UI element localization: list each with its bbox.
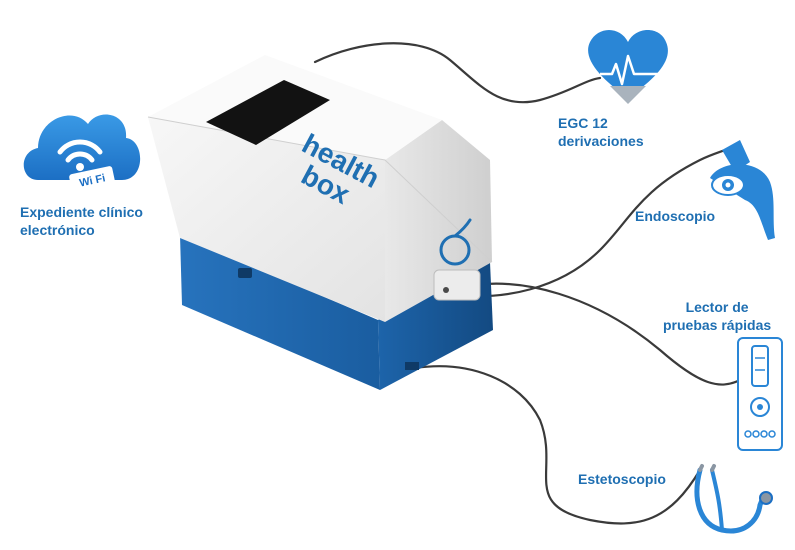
label-line: Estetoscopio [578,471,666,487]
label-line: EGC 12 [558,115,608,131]
label-line: pruebas rápidas [663,317,772,333]
label-ecg: EGC 12 derivaciones [558,114,644,150]
healthbox-device: health box [147,55,493,390]
heart-ecg-icon [588,30,668,104]
wifi-cloud-icon: Wi Fi [23,114,141,192]
device-screen [206,80,330,145]
label-line: Lector de [685,299,749,315]
label-rapid-test-reader: Lector de pruebas rápidas [663,298,771,334]
cable-endoscope [458,148,727,298]
cable-reader [448,282,742,386]
cables [313,42,742,525]
label-line: Expediente clínico [20,204,143,220]
side-logo-icon [439,218,472,266]
label-stethoscope: Estetoscopio [578,470,666,488]
label-line: electrónico [20,222,95,238]
label-line: Endoscopio [635,208,716,224]
stethoscope-icon [694,464,773,534]
wifi-badge-text: Wi Fi [78,172,106,189]
endoscope-icon [710,140,775,240]
label-endoscope: Endoscopio [635,207,715,225]
label-electronic-record: Expediente clínico electrónico [20,203,143,239]
label-line: derivaciones [558,133,644,149]
rapid-test-reader-icon [737,337,783,451]
cable-stethoscope [413,365,702,525]
cable-ecg [313,42,602,104]
